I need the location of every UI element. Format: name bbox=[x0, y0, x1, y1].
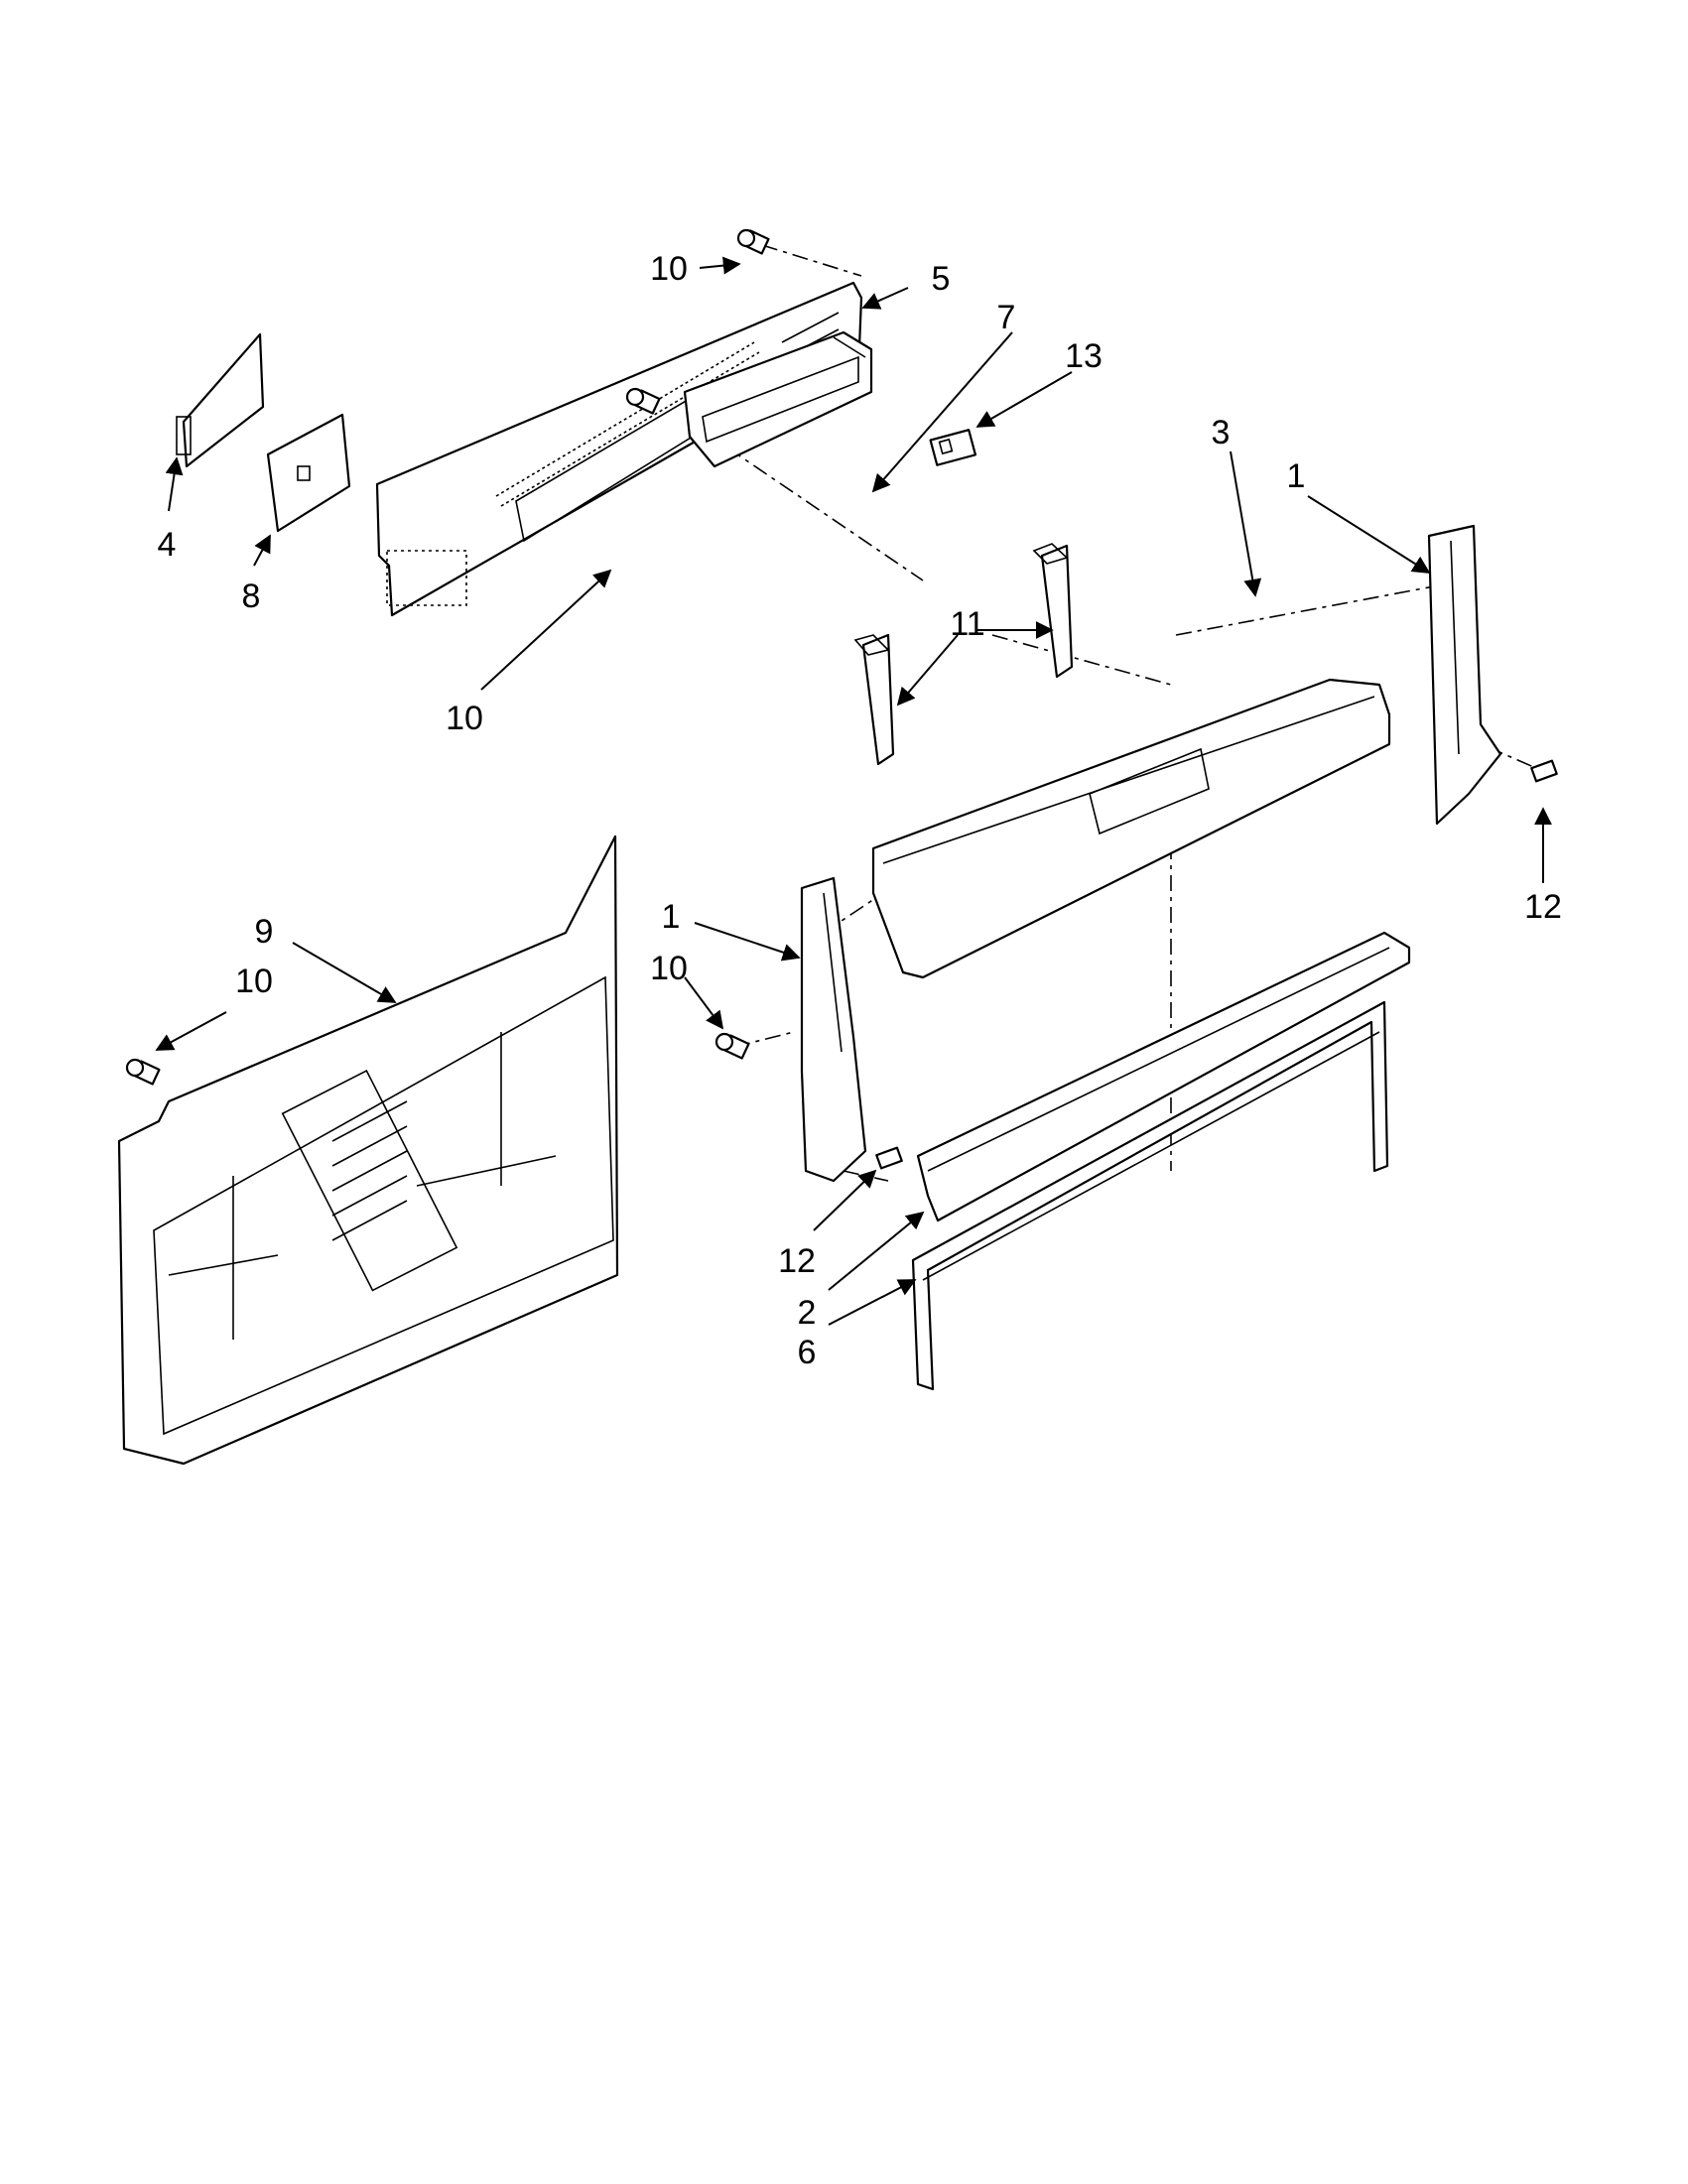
callout-labels: 10 5 7 13 4 8 3 1 10 11 12 9 10 1 10 12 … bbox=[158, 250, 1562, 1371]
console-bracket-left bbox=[853, 633, 895, 766]
panel-perforation-row bbox=[495, 341, 760, 507]
callout-9: 9 bbox=[255, 913, 274, 951]
electronic-control-board bbox=[176, 332, 265, 468]
callout-3: 3 bbox=[1212, 414, 1231, 451]
callout-1-right: 1 bbox=[1287, 457, 1306, 495]
wire-connector-center bbox=[875, 1146, 903, 1170]
rear-panel bbox=[117, 835, 619, 1466]
callout-12-center: 12 bbox=[778, 1242, 816, 1280]
callout-10-left: 10 bbox=[235, 963, 273, 1000]
end-cap-right bbox=[1427, 524, 1502, 826]
bottom-frame bbox=[911, 1000, 1389, 1391]
callout-8: 8 bbox=[242, 578, 261, 615]
callout-6: 6 bbox=[798, 1334, 817, 1371]
callout-7: 7 bbox=[997, 299, 1016, 336]
display-housing bbox=[683, 330, 873, 468]
wire-connector-right bbox=[1530, 759, 1558, 783]
screw-middle bbox=[625, 387, 661, 415]
console-front-trim bbox=[871, 678, 1391, 979]
screw-left bbox=[125, 1058, 161, 1086]
callout-4: 4 bbox=[158, 526, 177, 564]
rear-control-panel bbox=[375, 281, 863, 617]
console-channel bbox=[916, 931, 1411, 1222]
callout-13: 13 bbox=[1065, 337, 1103, 375]
console-bracket-right bbox=[1032, 543, 1074, 679]
end-cap-left bbox=[800, 876, 867, 1183]
callout-11: 11 bbox=[950, 605, 984, 643]
board-mounting-bracket bbox=[266, 413, 351, 533]
terminal-block bbox=[929, 429, 977, 466]
screw-center bbox=[714, 1032, 750, 1060]
panel-perforation-grid bbox=[386, 550, 467, 606]
rear-panel-vent-slots bbox=[331, 1100, 408, 1241]
callout-12-right: 12 bbox=[1524, 888, 1562, 926]
callout-10-center: 10 bbox=[650, 950, 688, 987]
callout-10-mid: 10 bbox=[446, 700, 483, 737]
screw-top bbox=[736, 228, 770, 255]
callout-10-top: 10 bbox=[650, 250, 688, 288]
callout-1-left: 1 bbox=[662, 898, 681, 936]
callout-5: 5 bbox=[932, 260, 951, 298]
callout-leaders bbox=[155, 256, 1552, 1326]
callout-2: 2 bbox=[798, 1294, 817, 1332]
